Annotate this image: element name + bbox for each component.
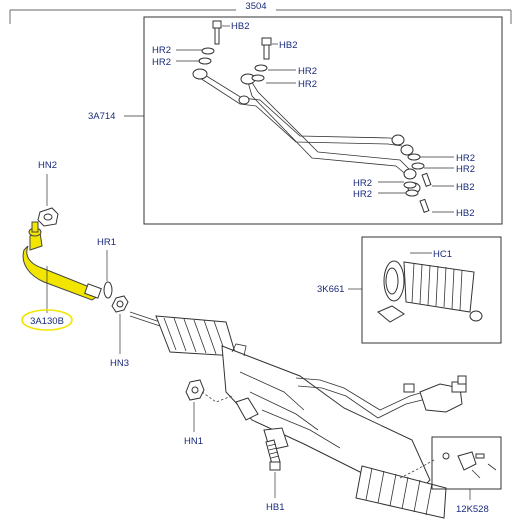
boot-kit-label[interactable]: 3K661 [317, 284, 344, 295]
nut-hn2 [37, 207, 59, 227]
hr2-label-e[interactable]: HR2 [456, 153, 475, 164]
nut-hn1 [185, 379, 205, 401]
pipes-group-box [143, 16, 503, 225]
tie-rod-end-highlight-ring [21, 309, 73, 331]
hb2-label-b[interactable]: HB2 [279, 40, 297, 51]
hb2-label-a[interactable]: HB2 [231, 21, 249, 32]
pipe-bolt-top-right [251, 37, 272, 82]
hn3-label[interactable]: HN3 [110, 358, 129, 369]
boot-kit-box [361, 236, 502, 344]
hr2-label-h[interactable]: HR2 [353, 189, 372, 200]
tie-rod-end-label[interactable]: 3A130B [30, 316, 64, 327]
hr2-label-f[interactable]: HR2 [456, 164, 475, 175]
hb2-label-c[interactable]: HB2 [456, 182, 474, 193]
assembly-label[interactable]: 3504 [245, 1, 266, 12]
hb2-label-d[interactable]: HB2 [456, 208, 474, 219]
pipes-group-label[interactable]: 3A714 [88, 111, 115, 122]
bolt-hb1 [265, 439, 281, 471]
valve-kit-dashed-leader [399, 459, 435, 479]
steering-rack [129, 311, 467, 519]
assembly-bracket [9, 9, 512, 24]
bellows-boot [377, 260, 483, 323]
hr2-label-a[interactable]: HR2 [152, 45, 171, 56]
washer-hr1 [103, 281, 113, 299]
valve-kit-label[interactable]: 12K528 [456, 504, 489, 515]
pipe-bolt-top-left [198, 20, 222, 65]
hr1-label[interactable]: HR1 [97, 237, 116, 248]
hr2-label-c[interactable]: HR2 [298, 66, 317, 77]
hr2-label-g[interactable]: HR2 [353, 178, 372, 189]
tie-rod-end[interactable] [22, 221, 102, 301]
hose-clamp-label[interactable]: HC1 [433, 249, 452, 260]
hb1-label[interactable]: HB1 [266, 502, 284, 513]
pipe-bolt-lower-right [403, 153, 432, 213]
nut-hn3 [111, 295, 129, 313]
hn1-label[interactable]: HN1 [184, 436, 203, 447]
valve-kit-box [431, 436, 502, 490]
hr2-label-d[interactable]: HR2 [298, 79, 317, 90]
valve-kit-parts [442, 451, 497, 479]
hr2-label-b[interactable]: HR2 [152, 57, 171, 68]
hydraulic-pipes [192, 68, 421, 194]
hn2-label[interactable]: HN2 [38, 160, 57, 171]
hn1-dashed-leader [201, 391, 233, 403]
